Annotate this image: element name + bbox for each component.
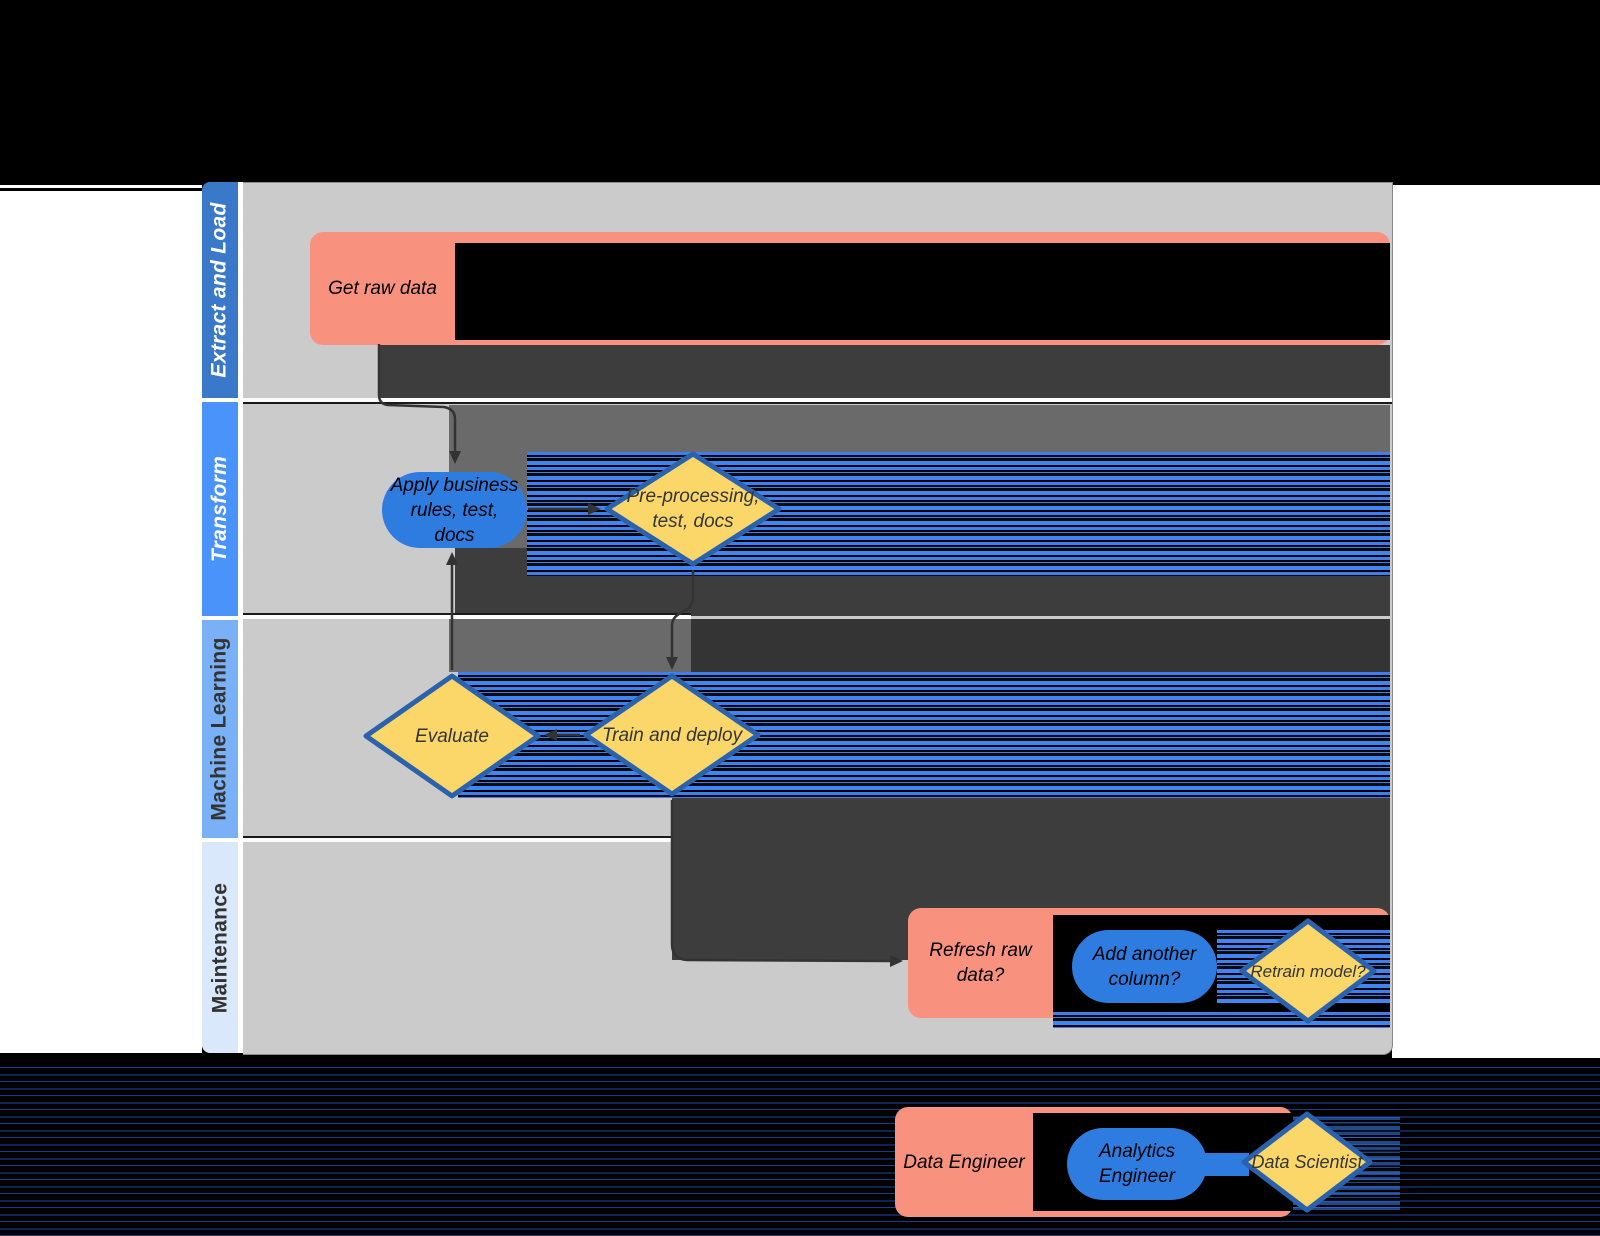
edge-getraw-to-apply [377,344,457,451]
arrowhead [449,451,461,464]
glitch-black-band-lane1 [455,243,1390,340]
lane-header-extract-and-load[interactable]: Extract and Load [202,182,238,398]
node-pre-processing[interactable]: Pre-processing, test, docs [603,450,783,568]
diamond-shape [363,673,541,799]
edge-preproc-to-train [670,570,695,657]
node-get-raw-data[interactable]: Get raw data [310,232,455,345]
node-text: Get raw data [328,278,437,299]
node-text: Train and deploy [601,724,743,746]
node-evaluate[interactable]: Evaluate [362,672,542,800]
edge-train-to-refresh [670,800,891,963]
lane-header-maintenance[interactable]: Maintenance [202,842,238,1053]
left-margin-rule [0,188,202,191]
glitch-charcoal-band-lane1 [378,345,1390,402]
lane-header-machine-learning[interactable]: Machine Learning [202,620,238,838]
right-page-margin [1392,185,1600,1058]
arrowhead [666,657,678,670]
arrowhead [890,955,903,967]
left-page-margin [0,185,202,1053]
node-text: Pre-processing, test, docs [626,486,760,532]
lane-separator-2 [243,615,691,619]
lane-separator-3 [243,838,672,842]
glitch-charcoal-lane2-bottom [527,576,1390,616]
lane-header-transform[interactable]: Transform [202,402,238,616]
arrowhead [446,552,458,565]
legend-data-engineer[interactable]: Data Engineer [895,1107,1033,1217]
node-text: Evaluate [415,725,489,747]
node-train-and-deploy[interactable]: Train and deploy [582,672,762,798]
glitch-gray-column-lane3 [449,619,691,672]
diamond-shape [1241,1111,1373,1213]
arrowhead [588,503,601,515]
lane-separator-1 [243,398,1392,402]
lane-separator-1-shadow [243,402,1392,404]
legend-data-scientist[interactable]: Data Scientist [1240,1110,1374,1214]
diamond-shape [583,673,761,797]
node-text: Retrain model? [1250,961,1366,981]
diamond-shape [604,451,782,567]
node-retrain-model[interactable]: Retrain model? [1238,917,1378,1025]
lane-separator-2-shadow [243,613,691,615]
diamond-shape [1239,918,1377,1024]
glitch-charcoal-lane2-left [455,548,527,616]
arrowhead [544,729,557,741]
legend-text: Data Scientist [1251,1151,1363,1172]
legend-text: Data Engineer [903,1151,1025,1173]
glitch-dark-band-lane3 [691,619,1390,672]
legend-stadium-bridge [1205,1153,1249,1176]
lane-separator-3-shadow [243,836,672,838]
glitch-gray-band-lane2 [449,405,1390,452]
